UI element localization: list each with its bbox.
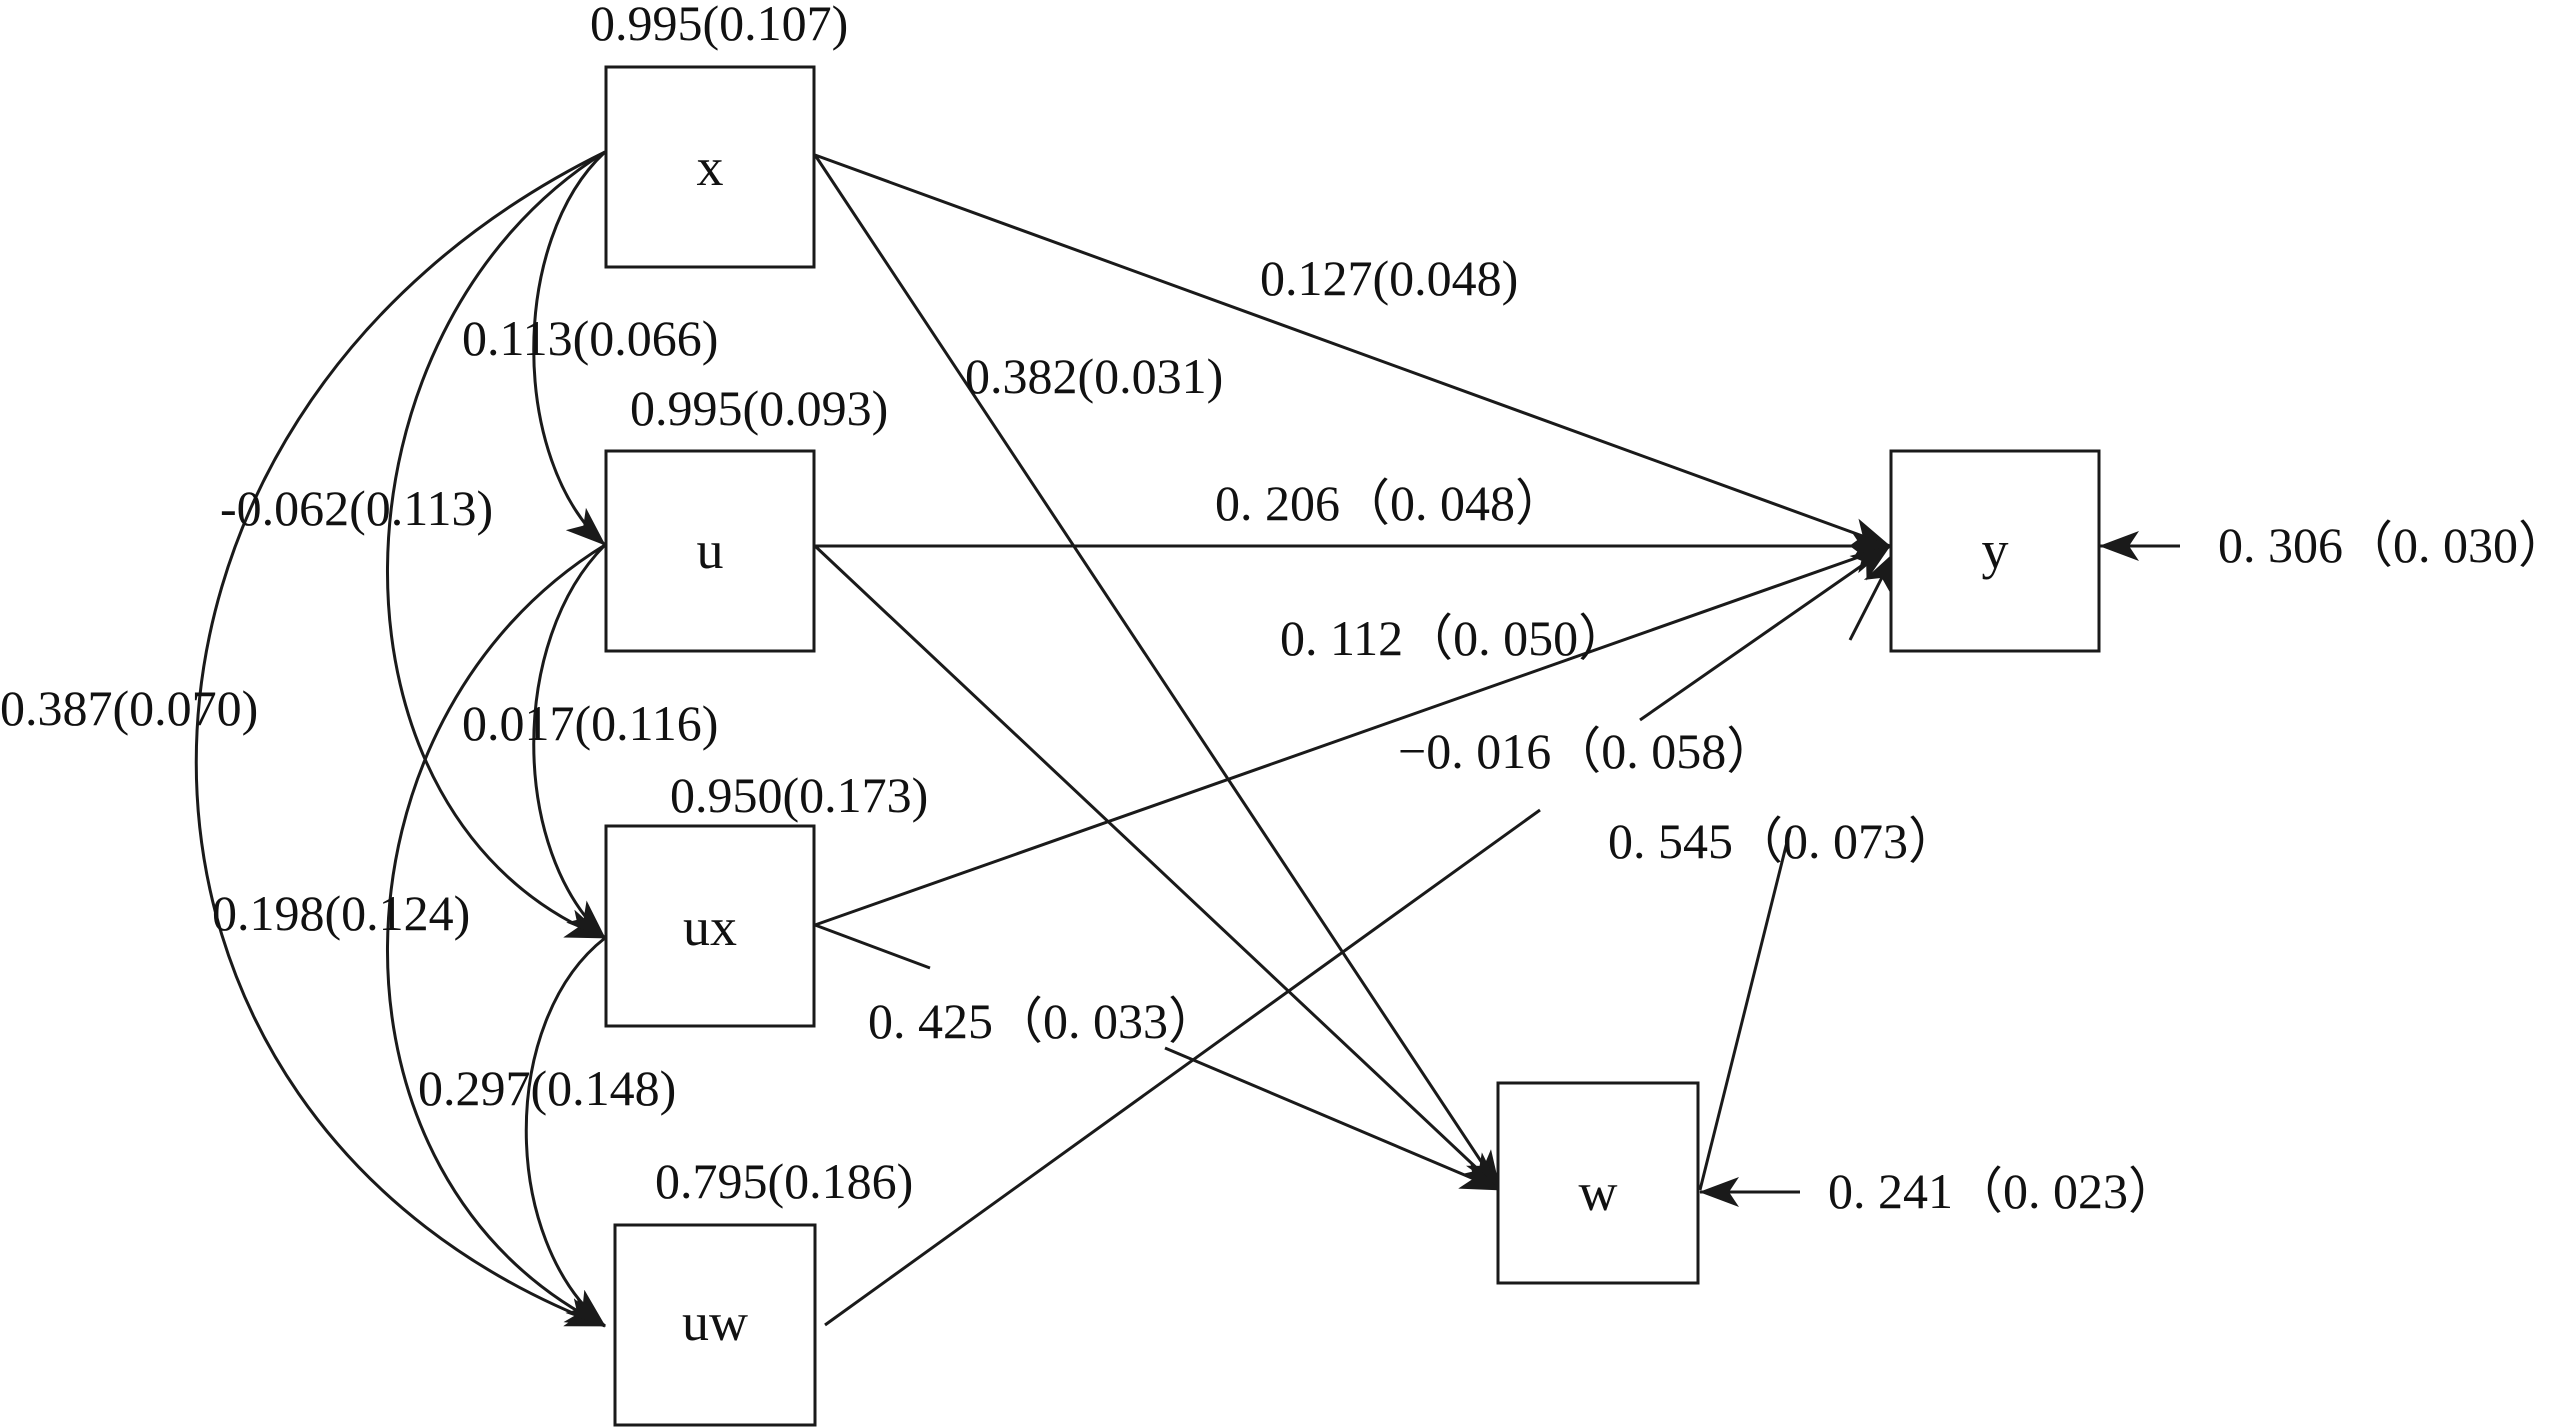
path-uw-y bbox=[824, 808, 1541, 1327]
covariance-arc-x-ux bbox=[386, 118, 647, 940]
node-w-label: w bbox=[1579, 1162, 1618, 1222]
residual-label-y: 0. 306（0. 030） bbox=[2218, 517, 2567, 573]
path-label-w-y: 0. 545（0. 073） bbox=[1608, 813, 1958, 869]
path-uw-y-tail bbox=[1639, 544, 1891, 722]
residual-label-w: 0. 241（0. 023） bbox=[1828, 1163, 2178, 1219]
covariance-arc-ux-uw bbox=[524, 902, 645, 1328]
node-uw: uw bbox=[613, 1223, 817, 1427]
node-u: u bbox=[604, 449, 816, 653]
covariance-arc-x-uw bbox=[194, 121, 647, 1328]
node-ux-label: ux bbox=[683, 897, 737, 957]
path-ux-y bbox=[814, 544, 1891, 927]
path-x-y bbox=[814, 153, 1891, 548]
covariance-arc-u-uw bbox=[386, 511, 647, 1328]
variance-label-x: 0.995(0.107) bbox=[590, 0, 848, 51]
covariance-label-x-u: 0.113(0.066) bbox=[462, 310, 718, 366]
node-x-label: x bbox=[697, 137, 724, 197]
node-ux: ux bbox=[604, 824, 816, 1028]
path-label-x-y: 0.127(0.048) bbox=[1260, 250, 1518, 306]
node-y-label: y bbox=[1982, 520, 2009, 580]
node-x: x bbox=[604, 65, 816, 269]
covariance-label-u-uw: 0.198(0.124) bbox=[212, 885, 470, 941]
covariance-label-u-ux: 0.017(0.116) bbox=[462, 695, 718, 751]
path-w-y bbox=[1698, 829, 1792, 1191]
node-uw-label: uw bbox=[682, 1292, 748, 1352]
path-u-w bbox=[813, 544, 1502, 1192]
node-u-label: u bbox=[697, 520, 724, 580]
path-label-u-y: 0. 206（0. 048） bbox=[1215, 475, 1565, 531]
path-label-u-w: 0. 425（0. 033） bbox=[868, 993, 1218, 1049]
path-label-x-w: 0.382(0.031) bbox=[965, 348, 1223, 404]
path-label-ux-y: 0. 112（0. 050） bbox=[1280, 610, 1628, 666]
variance-label-uw: 0.795(0.186) bbox=[655, 1153, 913, 1209]
path-w-y-tail bbox=[1848, 551, 1897, 641]
path-x-w bbox=[813, 154, 1502, 1191]
path-ux-w-tail bbox=[1164, 1046, 1501, 1192]
node-y: y bbox=[1889, 449, 2101, 653]
node-w: w bbox=[1496, 1081, 1700, 1285]
covariance-label-x-ux: -0.062(0.113) bbox=[220, 480, 493, 536]
covariance-label-x-uw: 0.387(0.070) bbox=[0, 680, 258, 736]
path-label-uw-y: −0. 016（0. 058） bbox=[1398, 723, 1776, 779]
variance-label-ux: 0.950(0.173) bbox=[670, 767, 928, 823]
covariance-label-ux-uw: 0.297(0.148) bbox=[418, 1060, 676, 1116]
variance-label-u: 0.995(0.093) bbox=[630, 380, 888, 436]
path-ux-w bbox=[814, 923, 931, 970]
